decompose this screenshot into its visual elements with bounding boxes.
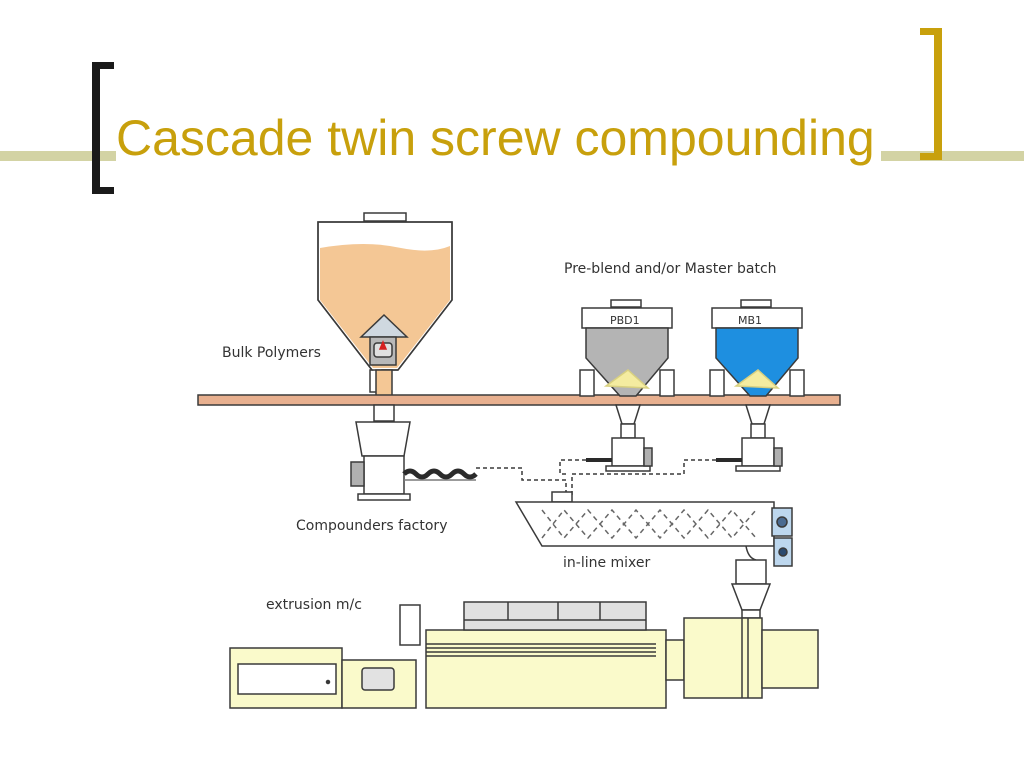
right-bracket — [920, 28, 942, 160]
floor-line — [197, 394, 841, 406]
slide-title: Cascade twin screw compounding — [116, 108, 881, 168]
label-inline-mixer: in-line mixer — [563, 555, 651, 571]
label-mb1: MB1 — [738, 314, 762, 327]
bulk-polymer-silo — [317, 212, 453, 399]
process-diagram: Bulk Polymers Pre-blend and/or Master ba… — [196, 212, 844, 712]
feed-lines — [476, 459, 716, 498]
label-pbd1: PBD1 — [610, 314, 640, 327]
inline-mixer — [514, 491, 793, 619]
extrusion-machine — [229, 601, 819, 709]
label-preblend-master: Pre-blend and/or Master batch — [564, 261, 777, 277]
left-bracket — [92, 62, 114, 194]
label-extrusion-mc: extrusion m/c — [266, 597, 362, 613]
pbd1-container — [579, 299, 675, 472]
bulk-feeder — [350, 404, 478, 501]
label-compounders-factory: Compounders factory — [296, 518, 447, 534]
label-bulk-polymers: Bulk Polymers — [222, 345, 321, 361]
mb1-container — [709, 299, 805, 472]
